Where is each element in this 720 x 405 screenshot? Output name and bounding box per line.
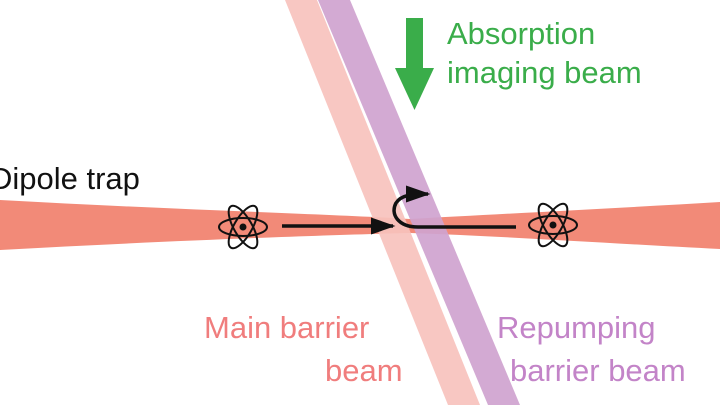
main-barrier-beam: [285, 0, 480, 405]
main-barrier-label-line1: Main barrier: [204, 310, 369, 345]
atom-right: [528, 202, 578, 248]
atom-left: [218, 204, 268, 250]
dipole-trap-label: Dipole trap: [0, 161, 140, 196]
absorption-label-line2: imaging beam: [447, 55, 642, 90]
absorption-imaging-arrow: [395, 18, 434, 110]
reflection-arrow: [392, 185, 516, 229]
repumping-label-line2: barrier beam: [510, 353, 686, 388]
main-barrier-label-line2: beam: [325, 353, 403, 388]
absorption-label-line1: Absorption: [447, 16, 595, 51]
repumping-label-line1: Repumping: [497, 310, 656, 345]
